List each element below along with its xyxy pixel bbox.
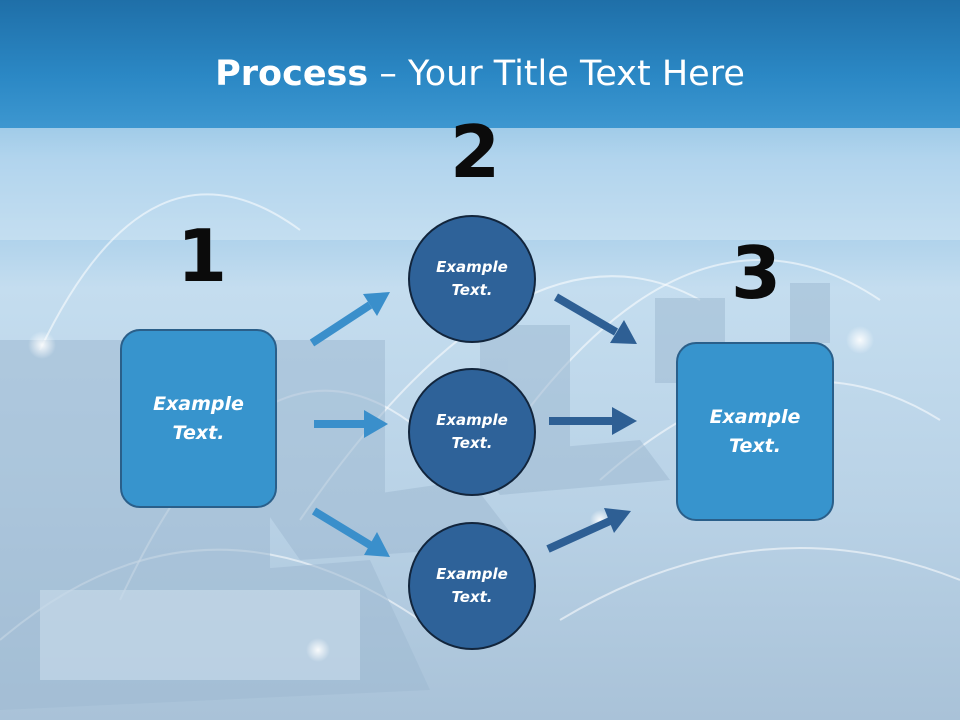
step-3-box: Example Text. xyxy=(676,342,834,521)
step-1-number: 1 xyxy=(177,214,228,298)
circle-2-line2: Text. xyxy=(451,434,493,452)
step-1-box: Example Text. xyxy=(120,329,277,508)
step-3-box-text: Example Text. xyxy=(710,403,801,461)
step-1-box-text: Example Text. xyxy=(153,390,244,448)
step-1-box-line1: Example xyxy=(153,392,244,415)
slide-title: Process – Your Title Text Here xyxy=(0,52,960,96)
title-bar xyxy=(0,0,960,128)
step-2-number: 2 xyxy=(450,110,501,194)
step-2-circle-1: Example Text. xyxy=(408,215,536,343)
step-3-number: 3 xyxy=(731,231,782,315)
step-1-box-line2: Text. xyxy=(172,421,225,444)
step-3-box-line1: Example xyxy=(709,405,801,428)
step-2-circle-3: Example Text. xyxy=(408,522,536,650)
circle-1-line1: Example xyxy=(436,258,508,276)
circle-1-line2: Text. xyxy=(451,281,493,299)
circle-3-line1: Example xyxy=(436,565,508,583)
step-3-box-line2: Text. xyxy=(729,434,781,457)
circle-2-line1: Example xyxy=(436,411,508,429)
step-2-circle-2: Example Text. xyxy=(408,368,536,496)
title-bold-text: Process xyxy=(215,54,369,94)
circle-3-line2: Text. xyxy=(451,588,493,606)
title-rest-text: – Your Title Text Here xyxy=(368,54,745,94)
